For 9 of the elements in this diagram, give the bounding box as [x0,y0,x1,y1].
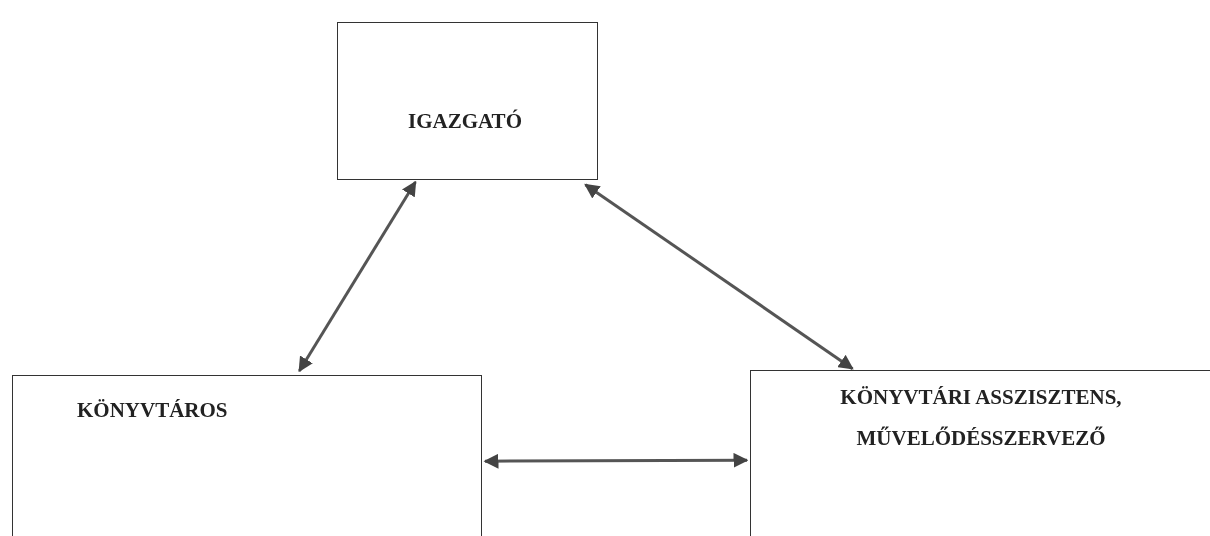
role-box [12,375,482,536]
double-arrow [483,452,749,469]
role-title: IGAZGATÓ [408,108,523,135]
role-title: KÖNYVTÁRI ASSZISZTENS, MŰVELŐDÉSSZERVEZŐ [839,384,1123,452]
role-title: KÖNYVTÁROS [77,397,229,424]
double-arrow [298,180,417,373]
role-box [750,370,1210,536]
double-arrow [584,183,854,370]
role-box [337,22,598,180]
